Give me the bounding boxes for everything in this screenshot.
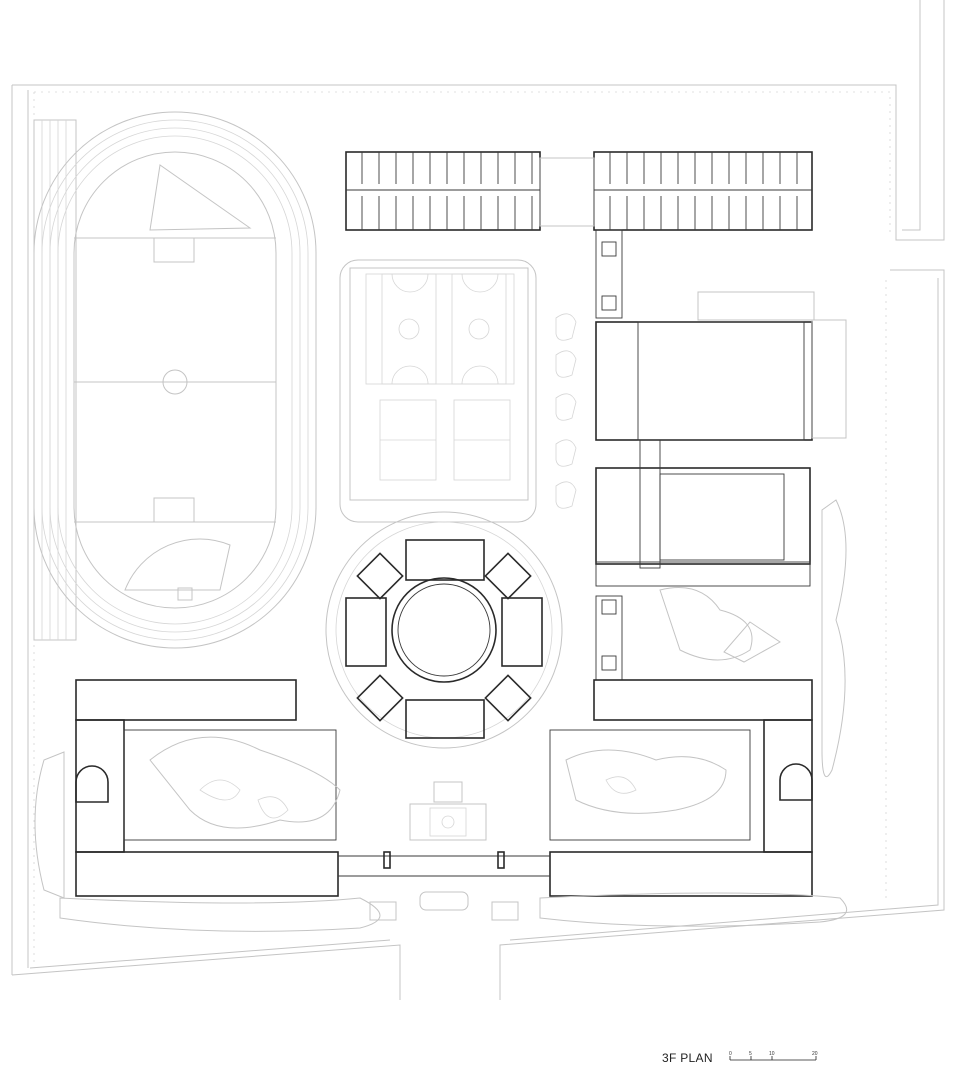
plan-title: 3F PLAN: [662, 1051, 713, 1065]
gymnasium: [595, 291, 847, 681]
scale-tick-0: 0: [729, 1051, 732, 1057]
south-east-wing: [549, 499, 847, 897]
scale-bar: 0 5 10 20: [729, 1051, 818, 1061]
scale-tick-10: 10: [769, 1051, 775, 1057]
south-west-wing: [34, 679, 341, 899]
round-building: [325, 511, 563, 749]
entry-plaza: [59, 781, 848, 932]
scale-tick-5: 5: [749, 1051, 752, 1057]
running-track: [33, 111, 317, 649]
north-wing: [345, 151, 813, 319]
courts: [339, 259, 577, 523]
scale-tick-20: 20: [812, 1051, 818, 1057]
